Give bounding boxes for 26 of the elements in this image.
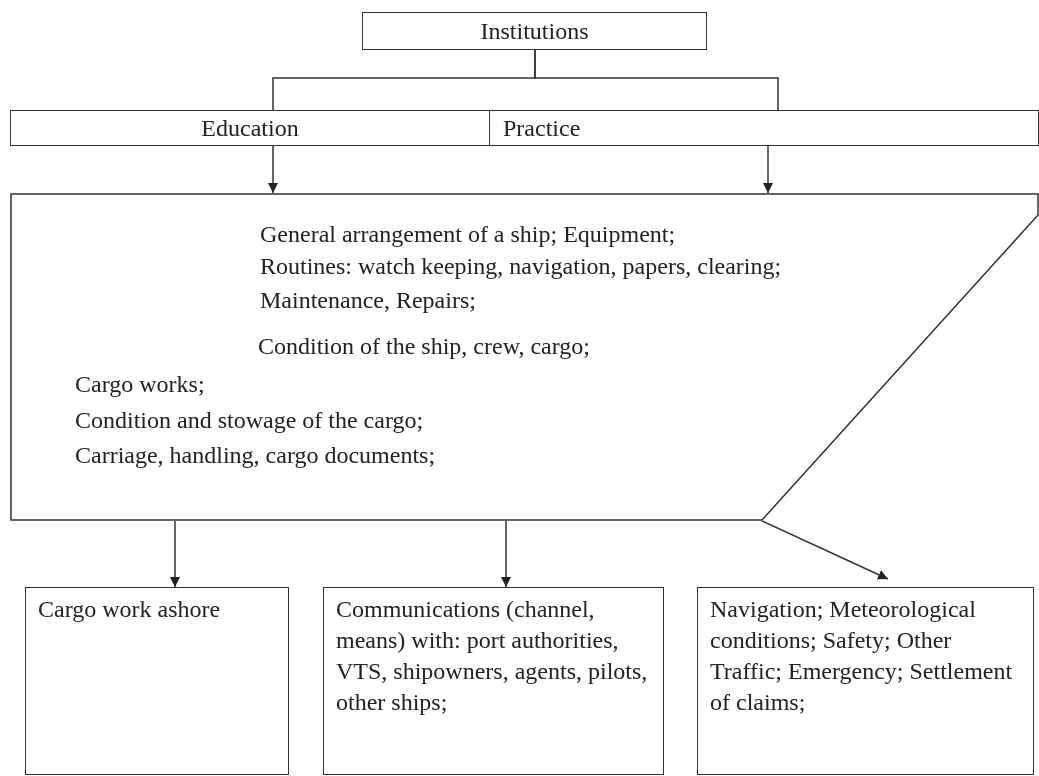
- arrow: [170, 520, 180, 588]
- topic-panel: [10, 193, 1039, 521]
- arrow: [761, 520, 889, 580]
- category-box: [489, 110, 1039, 146]
- topic-text: Condition and stowage of the cargo;: [75, 406, 424, 435]
- topic-text: Condition of the ship, crew, cargo;: [258, 332, 590, 361]
- topic-text: Communications (channel, means) with: port authorities, VTS, shipowners, agents, pilots, other ships;: [336, 595, 649, 717]
- topic-text: Cargo works;: [75, 370, 205, 399]
- arrow: [268, 145, 278, 194]
- topic-text: Routines: watch keeping, navigation, papers, clearing;: [260, 252, 782, 281]
- topic-text: General arrangement of a ship; Equipment;: [260, 220, 676, 249]
- box-label: Practice: [503, 113, 582, 143]
- topic-text: Carriage, handling, cargo documents;: [75, 441, 436, 470]
- connector-line: [534, 49, 779, 111]
- topic-text: Cargo work ashore: [38, 595, 222, 624]
- topic-text: Navigation; Meteorological conditions; Safety; Other Traffic; Emergency; Settlement of claims;: [710, 595, 1014, 717]
- category-box: [10, 110, 490, 146]
- box-label: Institutions: [480, 16, 589, 46]
- topic-box: [25, 587, 289, 775]
- title-box: [362, 12, 707, 50]
- arrow: [763, 145, 773, 194]
- arrow: [501, 520, 511, 588]
- topic-box: [697, 587, 1034, 775]
- box-label: Education: [201, 113, 299, 143]
- topic-text: Maintenance, Repairs;: [260, 286, 476, 315]
- topic-box: [323, 587, 664, 775]
